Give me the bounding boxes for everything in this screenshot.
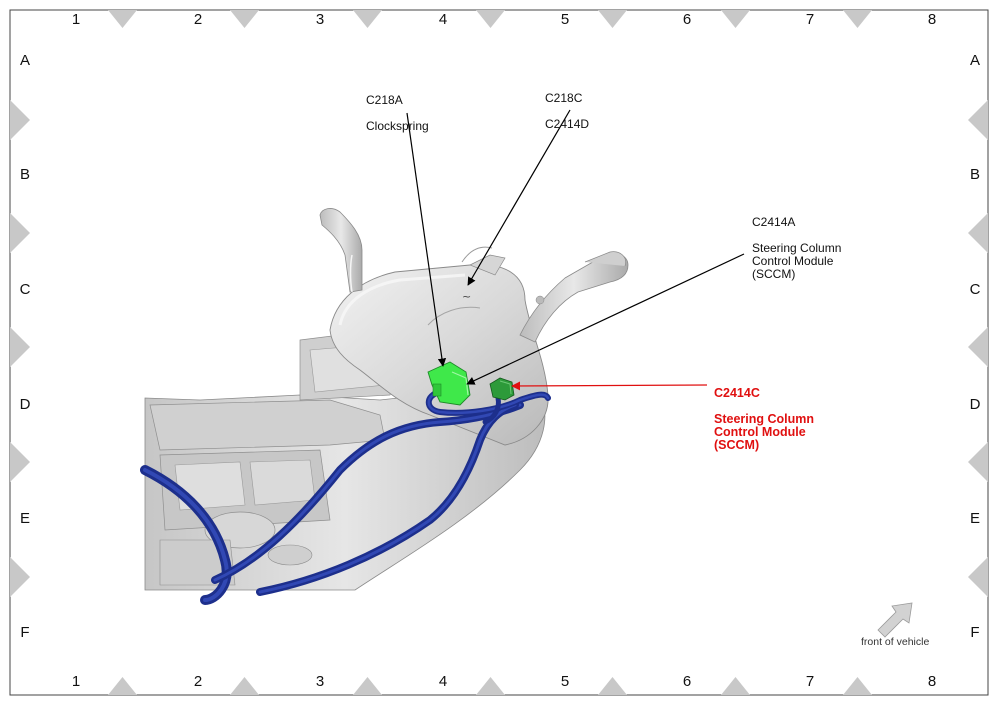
connector-c218a-c2414a: [427, 361, 471, 406]
grid-column-2-top: 2: [193, 11, 203, 28]
callout-c2414a: C2414A Steering Column Control Module (S…: [752, 203, 841, 294]
callout-c2414a-name: Steering Column Control Module (SCCM): [752, 241, 842, 281]
right-stalk-lever: [519, 251, 629, 343]
zone-markers-top: [108, 10, 872, 28]
grid-row-f-left: F: [20, 624, 30, 641]
callout-c218c-name: C2414D: [545, 117, 590, 131]
grid-row-a-left: A: [19, 52, 30, 69]
grid-row-a-right: A: [969, 52, 980, 69]
grid-row-b-right: B: [969, 166, 980, 183]
grid-column-4-bottom: 4: [438, 673, 448, 690]
zone-markers-bottom: [108, 677, 872, 695]
svg-text:~: ~: [462, 290, 471, 303]
callout-c2414c: C2414C Steering Column Control Module (S…: [714, 374, 814, 465]
grid-column-3-top: 3: [315, 11, 325, 28]
steering-column-shroud: ~: [329, 246, 549, 446]
grid-column-7-top: 7: [805, 11, 815, 28]
grid-row-b-left: B: [19, 166, 30, 183]
grid-column-8-top: 8: [927, 11, 937, 28]
callout-c218c: C218C C2414D: [545, 79, 589, 144]
callout-c218c-id: C218C: [545, 91, 583, 105]
callout-c218a-id: C218A: [366, 93, 403, 107]
callout-c2414a-id: C2414A: [752, 215, 796, 229]
grid-row-d-right: D: [969, 396, 981, 413]
front-of-vehicle-arrow-icon: [877, 602, 913, 638]
callout-c2414c-id: C2414C: [714, 386, 760, 400]
grid-column-4-top: 4: [438, 11, 448, 28]
grid-column-5-top: 5: [560, 11, 570, 28]
grid-column-7-bottom: 7: [805, 673, 815, 690]
grid-row-e-left: E: [19, 510, 30, 527]
grid-row-f-right: F: [970, 624, 980, 641]
callout-lines: [406, 109, 745, 391]
grid-column-2-bottom: 2: [193, 673, 203, 690]
zone-markers-left: [10, 100, 30, 597]
callout-c218a-name: Clockspring: [366, 119, 429, 133]
grid-row-c-right: C: [969, 281, 981, 298]
grid-column-1-bottom: 1: [71, 673, 81, 690]
zone-markers-right: [968, 100, 988, 597]
grid-column-3-bottom: 3: [315, 673, 325, 690]
grid-column-5-bottom: 5: [560, 673, 570, 690]
grid-column-1-top: 1: [71, 11, 81, 28]
callout-c218a: C218A Clockspring: [366, 81, 429, 146]
grid-column-8-bottom: 8: [927, 673, 937, 690]
wiring-harness: [140, 389, 551, 605]
grid-row-c-left: C: [19, 281, 31, 298]
connector-c2414c: [489, 377, 515, 401]
grid-row-e-right: E: [969, 510, 980, 527]
grid-column-6-top: 6: [682, 11, 692, 28]
grid-row-d-left: D: [19, 396, 31, 413]
front-of-vehicle-label: front of vehicle: [861, 636, 930, 648]
left-stalk-lever: [319, 208, 363, 293]
grid-column-6-bottom: 6: [682, 673, 692, 690]
callout-c2414c-name: Steering Column Control Module (SCCM): [714, 412, 815, 452]
